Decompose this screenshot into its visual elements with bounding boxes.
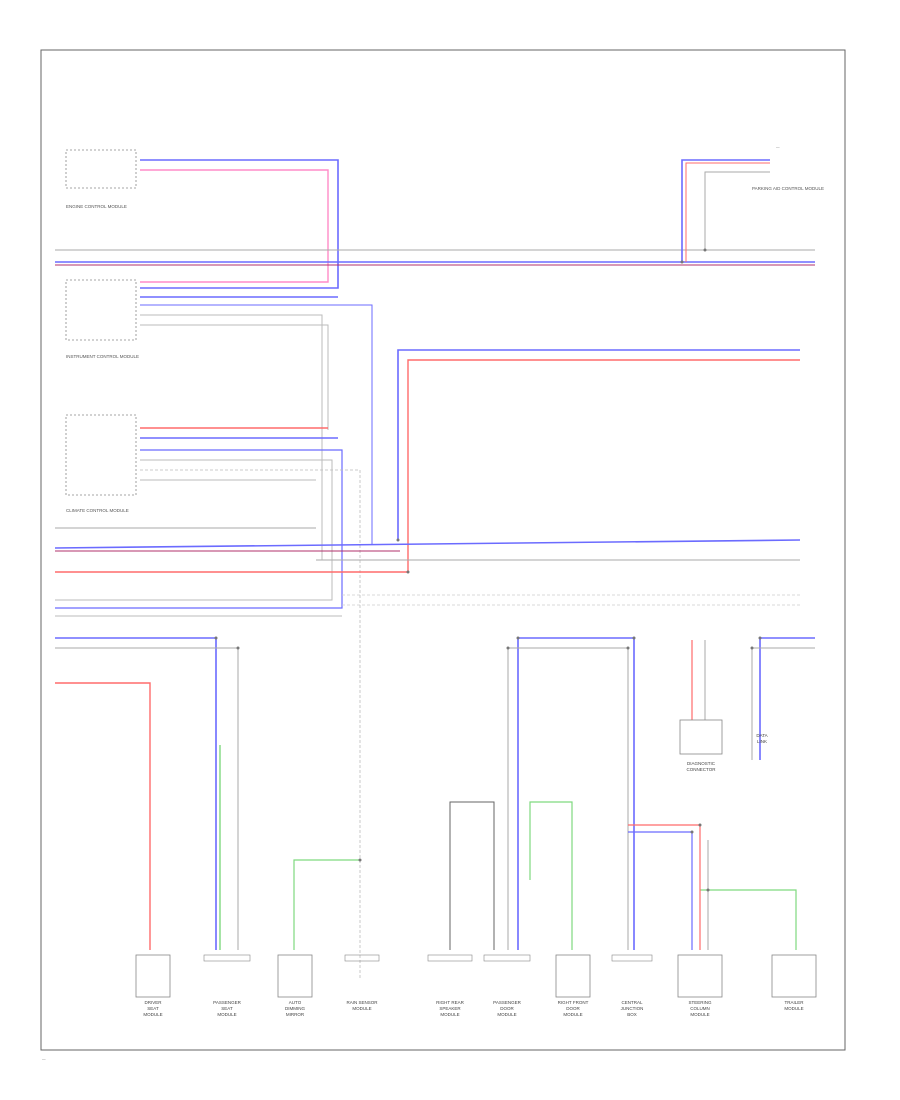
svg-text:DIMMING: DIMMING bbox=[285, 1006, 305, 1011]
page-ref: — bbox=[42, 1057, 46, 1061]
svg-text:STEERING: STEERING bbox=[688, 1000, 712, 1005]
svg-text:DATA: DATA bbox=[756, 733, 767, 738]
comp-6: PASSENGER DOOR MODULE bbox=[483, 954, 531, 1017]
svg-text:MODULE: MODULE bbox=[440, 1012, 459, 1017]
connector-markers bbox=[214, 248, 762, 892]
bus-top bbox=[55, 159, 815, 266]
bus-mid bbox=[397, 349, 800, 572]
svg-text:SPEAKER: SPEAKER bbox=[439, 1006, 461, 1011]
svg-text:ENGINE CONTROL MODULE: ENGINE CONTROL MODULE bbox=[66, 204, 127, 209]
instrument-control-module: INSTRUMENT CONTROL MODULE bbox=[65, 279, 139, 359]
svg-text:INSTRUMENT CONTROL MODULE: INSTRUMENT CONTROL MODULE bbox=[66, 354, 139, 359]
comp-1: DRIVER SEAT MODULE bbox=[135, 954, 171, 1017]
svg-text:SEAT: SEAT bbox=[147, 1006, 159, 1011]
svg-text:COLUMN: COLUMN bbox=[690, 1006, 710, 1011]
engine-control-module: ENGINE CONTROL MODULE bbox=[65, 149, 137, 209]
svg-text:SEAT: SEAT bbox=[221, 1006, 233, 1011]
side-comp-1: DIAGNOSTIC CONNECTOR bbox=[679, 719, 723, 772]
svg-text:RAIN SENSOR: RAIN SENSOR bbox=[346, 1000, 378, 1005]
svg-text:DOOR: DOOR bbox=[566, 1006, 580, 1011]
svg-text:RIGHT REAR: RIGHT REAR bbox=[436, 1000, 464, 1005]
svg-text:DOOR: DOOR bbox=[500, 1006, 514, 1011]
svg-text:JUNCTION: JUNCTION bbox=[621, 1006, 644, 1011]
side-comp-2: DATA LINK bbox=[756, 733, 767, 744]
svg-text:MODULE: MODULE bbox=[143, 1012, 162, 1017]
svg-text:LINK: LINK bbox=[757, 739, 767, 744]
svg-text:AUTO: AUTO bbox=[289, 1000, 302, 1005]
comp-8: CENTRAL JUNCTION BOX bbox=[611, 954, 653, 1017]
svg-text:DRIVER: DRIVER bbox=[144, 1000, 162, 1005]
comp-10: TRAILER MODULE bbox=[771, 954, 817, 1011]
svg-text:MODULE: MODULE bbox=[217, 1012, 236, 1017]
wires-instrument bbox=[140, 296, 373, 560]
svg-text:CONNECTOR: CONNECTOR bbox=[687, 767, 717, 772]
comp-2: PASSENGER SEAT MODULE bbox=[203, 954, 251, 1017]
bus-bottom bbox=[55, 637, 815, 950]
svg-text:CENTRAL: CENTRAL bbox=[621, 1000, 643, 1005]
comp-9: STEERING COLUMN MODULE bbox=[677, 954, 723, 1017]
parking-aid-module: PARKING AID CONTROL MODULE — bbox=[752, 145, 824, 191]
bus-lower bbox=[54, 527, 801, 617]
svg-text:RIGHT FRONT: RIGHT FRONT bbox=[558, 1000, 589, 1005]
wires-green bbox=[219, 745, 797, 950]
svg-text:—: — bbox=[776, 145, 780, 149]
svg-text:MODULE: MODULE bbox=[352, 1006, 371, 1011]
svg-text:PARKING AID CONTROL MODULE: PARKING AID CONTROL MODULE bbox=[752, 186, 824, 191]
climate-control-module: CLIMATE CONTROL MODULE bbox=[65, 414, 137, 513]
svg-text:MODULE: MODULE bbox=[690, 1012, 709, 1017]
comp-5: RIGHT REAR SPEAKER MODULE bbox=[427, 954, 473, 1017]
svg-text:MODULE: MODULE bbox=[563, 1012, 582, 1017]
comp-4: RAIN SENSOR MODULE bbox=[344, 954, 380, 1011]
svg-text:MODULE: MODULE bbox=[784, 1006, 803, 1011]
svg-text:MIRROR: MIRROR bbox=[286, 1012, 305, 1017]
wires-junction bbox=[628, 824, 709, 950]
svg-text:DIAGNOSTIC: DIAGNOSTIC bbox=[687, 761, 716, 766]
svg-text:TRAILER: TRAILER bbox=[784, 1000, 804, 1005]
svg-text:CLIMATE CONTROL MODULE: CLIMATE CONTROL MODULE bbox=[66, 508, 129, 513]
bottom-components: DRIVER SEAT MODULE PASSENGER SEAT MODULE… bbox=[135, 954, 817, 1017]
wires-engine bbox=[140, 159, 339, 289]
comp-7: RIGHT FRONT DOOR MODULE bbox=[555, 954, 591, 1017]
svg-text:MODULE: MODULE bbox=[497, 1012, 516, 1017]
svg-text:PASSENGER: PASSENGER bbox=[493, 1000, 521, 1005]
diagram-frame bbox=[40, 49, 846, 1051]
comp-3: AUTO DIMMING MIRROR bbox=[277, 954, 313, 1017]
svg-text:BOX: BOX bbox=[627, 1012, 637, 1017]
wires-climate bbox=[55, 427, 361, 980]
wire-red-feed bbox=[55, 682, 151, 950]
svg-text:PASSENGER: PASSENGER bbox=[213, 1000, 241, 1005]
